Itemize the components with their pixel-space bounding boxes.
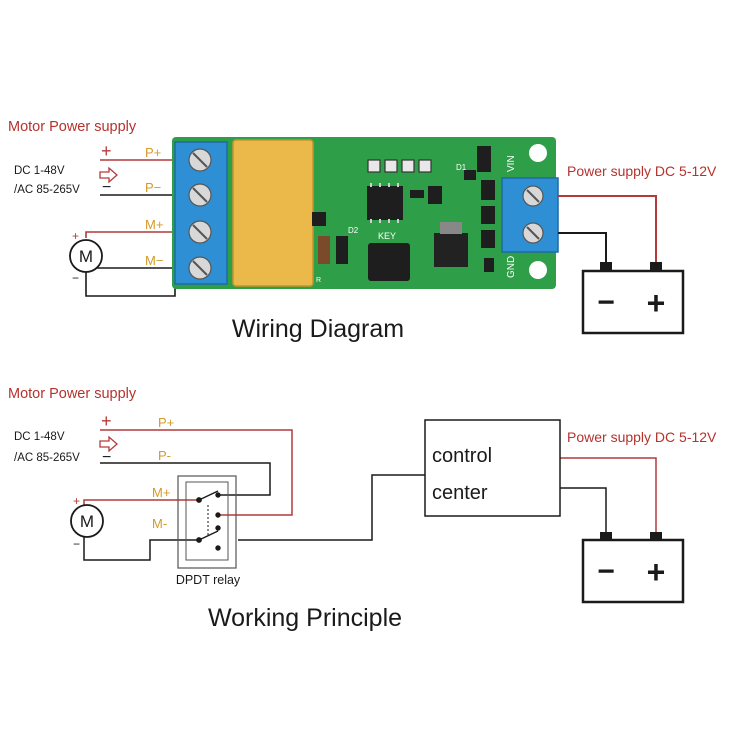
principle-motor-plus: + bbox=[73, 494, 80, 508]
wiring-terminal-p-minus: P− bbox=[145, 180, 161, 195]
principle-terminal-m-minus: M- bbox=[152, 516, 167, 531]
principle-motor: M + − bbox=[70, 494, 104, 551]
wiring-power-wires bbox=[558, 195, 657, 268]
principle-terminal-p-plus: P+ bbox=[158, 415, 174, 430]
board-label-d1: D1 bbox=[456, 163, 467, 172]
principle-ac-label: /AC 85-265V bbox=[14, 452, 80, 464]
wiring-battery-plus: + bbox=[647, 285, 666, 321]
wiring-terminal-p-plus: P+ bbox=[145, 145, 161, 160]
board-label-gnd: GND bbox=[506, 256, 517, 278]
principle-battery-minus: − bbox=[597, 555, 615, 588]
wiring-motor-supply-label: Motor Power supply bbox=[8, 119, 137, 135]
wiring-diagram: M + − Motor Power supply DC 1-48V /AC 85… bbox=[8, 119, 717, 343]
board-regulator bbox=[434, 233, 468, 267]
board-label-vin: VIN bbox=[506, 155, 517, 172]
wiring-motor-symbol: M bbox=[79, 247, 93, 266]
working-principle-title: Working Principle bbox=[208, 604, 402, 632]
wiring-plus-sign: + bbox=[101, 141, 112, 161]
working-principle: Motor Power supply DC 1-48V /AC 85-265V … bbox=[8, 386, 717, 632]
principle-motor-supply-label: Motor Power supply bbox=[8, 386, 137, 402]
wiring-minus-sign: − bbox=[102, 179, 111, 196]
wiring-ac-arrow-icon bbox=[99, 166, 118, 184]
wiring-dc-label: DC 1-48V bbox=[14, 165, 65, 177]
dpdt-relay-label: DPDT relay bbox=[176, 573, 241, 587]
wiring-power-supply-label: Power supply DC 5-12V bbox=[567, 163, 717, 179]
principle-motor-minus: − bbox=[73, 537, 80, 551]
principle-motor-symbol: M bbox=[80, 512, 94, 531]
wiring-battery: − + bbox=[581, 262, 685, 335]
principle-battery: − + bbox=[581, 532, 685, 604]
control-center-line1: control bbox=[432, 445, 492, 467]
control-center: control center bbox=[424, 419, 561, 517]
wiring-motor: M + − bbox=[69, 229, 103, 285]
principle-ac-arrow-icon bbox=[99, 435, 118, 453]
wiring-terminal-m-plus: M+ bbox=[145, 217, 163, 232]
principle-plus-sign: + bbox=[101, 411, 112, 431]
relay-module-board: KEY D1 D2 R VIN GND bbox=[172, 137, 559, 289]
wiring-battery-minus: − bbox=[597, 286, 615, 319]
board-label-key: KEY bbox=[378, 231, 396, 241]
principle-terminal-m-plus: M+ bbox=[152, 485, 170, 500]
principle-wires bbox=[83, 429, 657, 561]
wiring-diagram-title: Wiring Diagram bbox=[232, 315, 404, 343]
principle-terminal-p-minus: P- bbox=[158, 448, 171, 463]
wiring-motor-minus: − bbox=[72, 271, 79, 285]
board-ic-chip bbox=[367, 186, 403, 220]
board-label-r: R bbox=[316, 277, 321, 284]
principle-minus-sign: − bbox=[102, 449, 111, 466]
dpdt-relay: DPDT relay bbox=[176, 475, 241, 587]
board-key-button bbox=[368, 243, 410, 281]
principle-dc-label: DC 1-48V bbox=[14, 431, 65, 443]
principle-power-supply-label: Power supply DC 5-12V bbox=[567, 429, 717, 445]
wiring-motor-plus: + bbox=[72, 229, 79, 243]
board-label-d2: D2 bbox=[348, 226, 359, 235]
wiring-terminal-m-minus: M− bbox=[145, 253, 163, 268]
principle-battery-plus: + bbox=[647, 554, 666, 590]
wiring-ac-label: /AC 85-265V bbox=[14, 184, 80, 196]
control-center-line2: center bbox=[432, 482, 488, 504]
board-relay bbox=[232, 139, 314, 287]
